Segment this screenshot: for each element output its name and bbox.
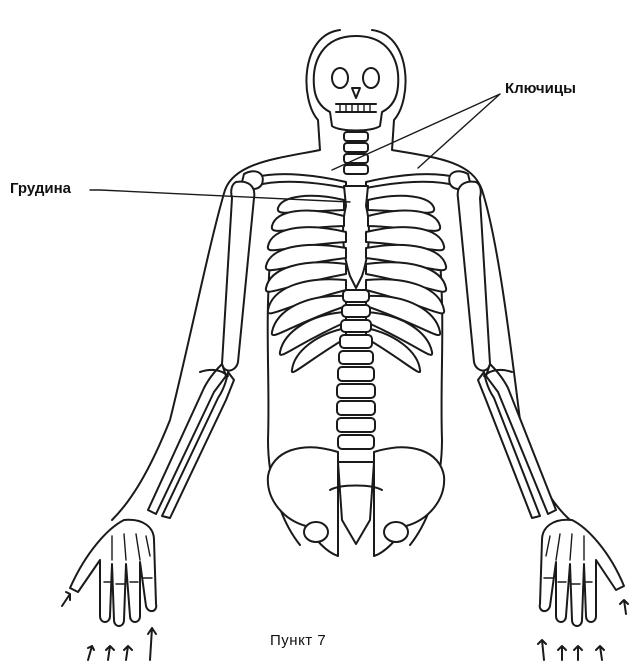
left-hand [70,520,156,626]
left-arm [148,182,254,518]
spine [337,290,375,449]
right-hand [540,520,624,626]
right-ribs [366,196,446,372]
pelvis [268,447,444,556]
right-clavicle [366,174,460,188]
right-arm [458,182,556,518]
figure-caption: Пункт 7 [270,632,326,649]
cervical-spine [344,132,368,174]
clavicles-label: Ключицы [505,80,576,97]
left-ribs [266,196,346,372]
left-clavicle [252,174,346,188]
sternum-label: Грудина [10,180,71,197]
skull [314,36,398,131]
